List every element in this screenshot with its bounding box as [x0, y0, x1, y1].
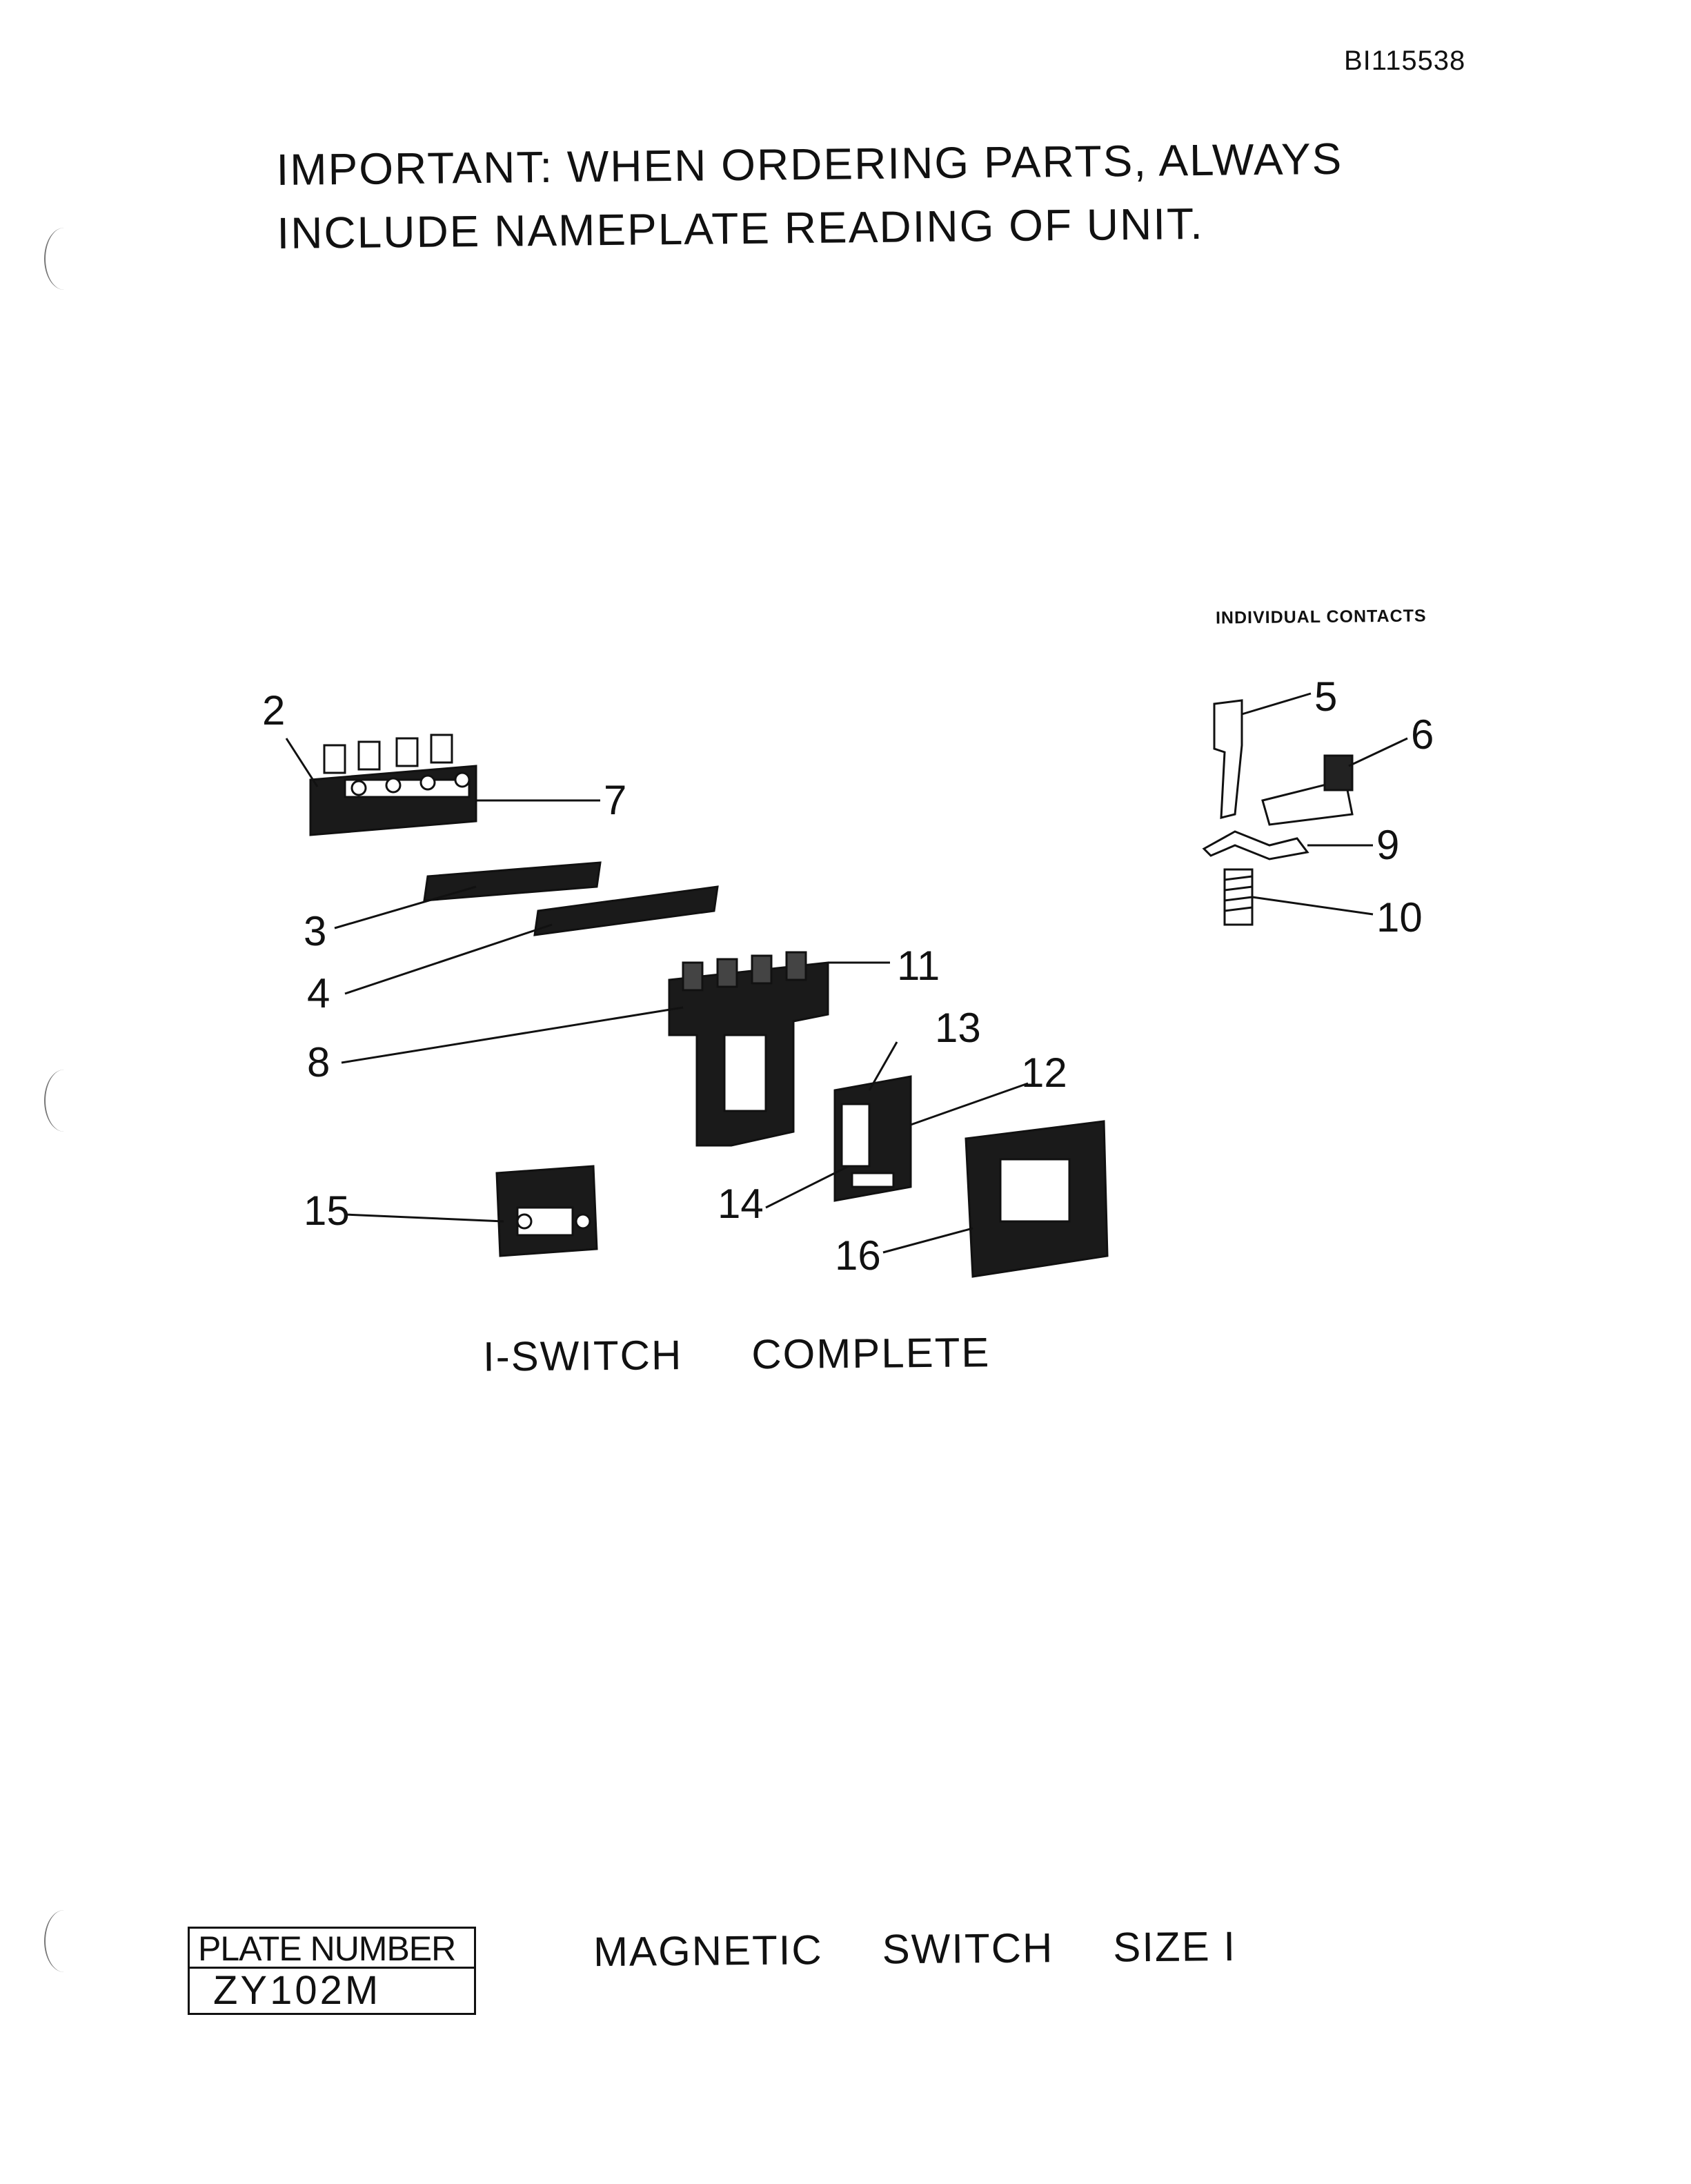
part-label-8: 8 — [307, 1039, 330, 1085]
title-word-2: SWITCH — [882, 1925, 1054, 1973]
part-spring-clip-9 — [1202, 830, 1309, 860]
part-label-5: 5 — [1314, 673, 1338, 720]
part-coil — [965, 1120, 1109, 1278]
part-label-2: 2 — [262, 687, 286, 734]
part-contact-5 — [1213, 699, 1243, 819]
title-word-3: SIZE I — [1113, 1922, 1237, 1971]
document-title: MAGNETIC SWITCH SIZE I — [593, 1922, 1237, 1976]
illustration-caption: I-SWITCH COMPLETE — [483, 1328, 1060, 1380]
part-label-6: 6 — [1411, 711, 1434, 758]
part-label-14: 14 — [718, 1181, 764, 1227]
title-word-1: MAGNETIC — [593, 1927, 823, 1976]
part-label-15: 15 — [304, 1188, 350, 1234]
part-label-9: 9 — [1376, 822, 1400, 868]
part-contact-bar-4 — [533, 885, 719, 936]
punch-hole-middle — [44, 1070, 84, 1132]
punch-hole-top — [44, 228, 84, 290]
leader-lines — [285, 692, 1408, 1254]
part-label-12: 12 — [1021, 1050, 1067, 1096]
caption-part-b: COMPLETE — [751, 1329, 991, 1378]
part-label-3: 3 — [304, 908, 327, 954]
part-label-13: 13 — [935, 1005, 981, 1051]
part-terminal-block — [309, 734, 477, 836]
part-label-7: 7 — [604, 777, 627, 823]
part-label-16: 16 — [835, 1232, 881, 1279]
punch-hole-bottom — [44, 1910, 84, 1972]
part-auxiliary-contact — [495, 1165, 598, 1257]
plate-number-box: PLATE NUMBER ZY102M — [188, 1927, 476, 2015]
plate-number-value: ZY102M — [213, 1968, 382, 2013]
caption-part-a: I-SWITCH — [482, 1332, 683, 1380]
part-label-11: 11 — [897, 943, 940, 989]
part-label-4: 4 — [307, 970, 330, 1016]
part-spring-10 — [1223, 868, 1254, 926]
part-label-10: 10 — [1376, 894, 1423, 941]
part-contact-bar-3 — [423, 861, 602, 902]
part-armature — [833, 1075, 912, 1202]
document-id: BI115538 — [1344, 46, 1466, 76]
plate-number-label: PLATE NUMBER — [190, 1929, 474, 1969]
part-magnet-frame — [668, 951, 829, 1147]
